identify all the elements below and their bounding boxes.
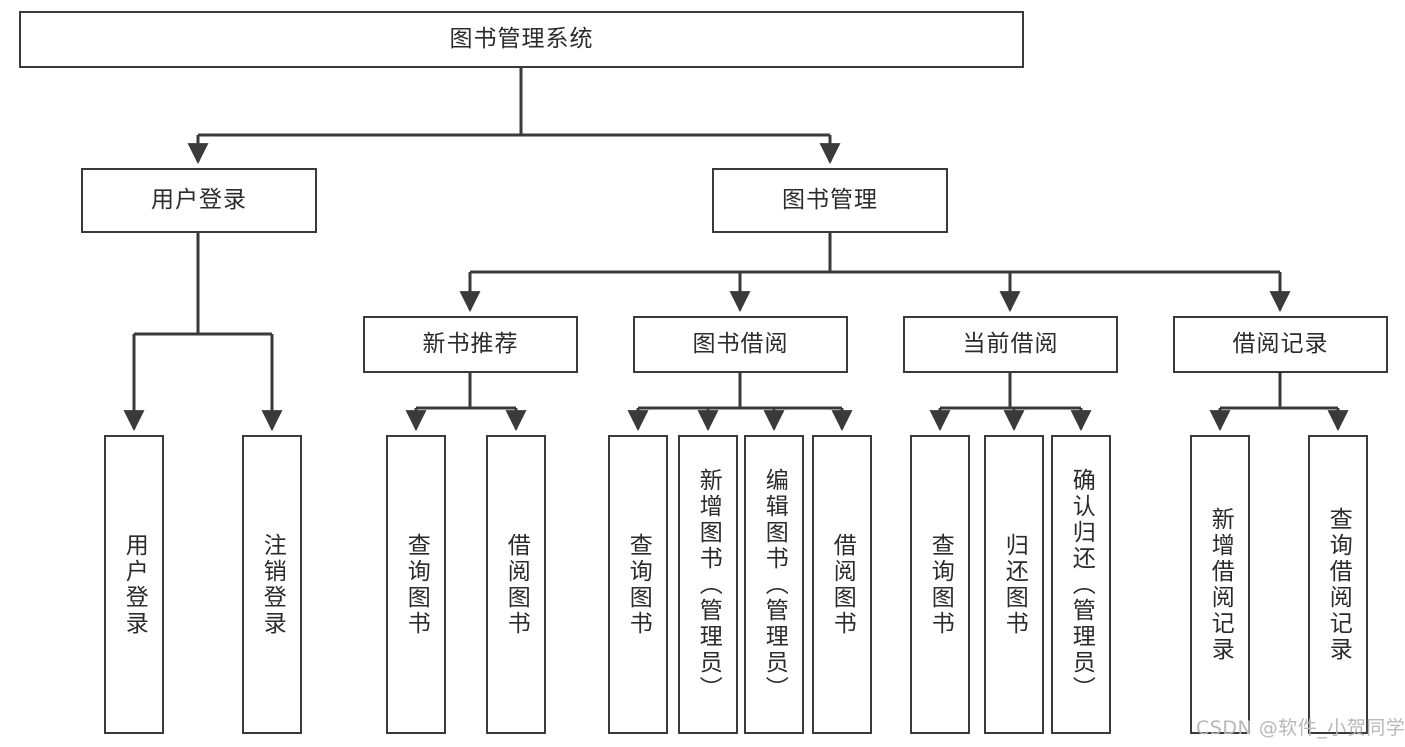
node-label: 当前借阅	[962, 330, 1059, 357]
node-label: 查询图书	[625, 532, 652, 637]
node-label: 图书管理	[782, 186, 878, 213]
node-label: 借阅记录	[1232, 330, 1329, 357]
node-label: 新增借阅记录	[1207, 506, 1234, 663]
node-label: 新书推荐	[422, 330, 519, 357]
node-leaf-query-book-cur[interactable]: 查询图书	[910, 435, 970, 734]
edge-root-to-level2	[187, 68, 841, 165]
node-leaf-borrow-book[interactable]: 借阅图书	[812, 435, 872, 734]
node-leaf-query-book-rec[interactable]: 查询图书	[386, 435, 446, 734]
node-book-manage[interactable]: 图书管理	[712, 168, 948, 233]
edge-new-book-rec-to-leaves	[405, 373, 527, 432]
node-borrow-record[interactable]: 借阅记录	[1173, 316, 1388, 373]
node-label: 注销登录	[259, 532, 286, 637]
node-label: 用户登录	[121, 532, 148, 637]
node-label: 查询借阅记录	[1325, 506, 1352, 663]
node-label: 新增图书（管理员）	[695, 467, 722, 702]
node-label: 图书管理系统	[449, 25, 594, 52]
node-current-borrow[interactable]: 当前借阅	[903, 316, 1118, 373]
csdn-watermark: CSDN @软件_小贺同学	[1196, 717, 1405, 739]
node-label: 查询图书	[403, 532, 430, 637]
node-label: 借阅图书	[503, 532, 530, 637]
node-root[interactable]: 图书管理系统	[19, 11, 1024, 68]
node-leaf-user-logout[interactable]: 注销登录	[242, 435, 302, 734]
node-leaf-borrow-book-rec[interactable]: 借阅图书	[486, 435, 546, 734]
node-leaf-add-record[interactable]: 新增借阅记录	[1190, 435, 1250, 734]
node-user-login[interactable]: 用户登录	[81, 168, 317, 233]
node-label: 用户登录	[151, 186, 247, 213]
edge-book-borrow-to-leaves	[627, 373, 853, 432]
node-leaf-query-record[interactable]: 查询借阅记录	[1308, 435, 1368, 734]
edge-borrow-record-to-leaves	[1209, 373, 1349, 432]
node-label: 借阅图书	[829, 532, 856, 637]
node-leaf-user-login[interactable]: 用户登录	[104, 435, 164, 734]
node-label: 归还图书	[1001, 532, 1028, 637]
node-new-book-rec[interactable]: 新书推荐	[363, 316, 578, 373]
node-leaf-confirm-return[interactable]: 确认归还（管理员）	[1051, 435, 1111, 734]
node-label: 编辑图书（管理员）	[761, 467, 788, 702]
node-label: 确认归还（管理员）	[1068, 467, 1095, 702]
node-leaf-return-book[interactable]: 归还图书	[984, 435, 1044, 734]
edge-current-borrow-to-leaves	[929, 373, 1092, 432]
node-label: 图书借阅	[692, 330, 789, 357]
edge-book-manage-to-level3	[459, 233, 1291, 313]
edge-user-login-to-leaves	[123, 233, 283, 432]
node-leaf-edit-book[interactable]: 编辑图书（管理员）	[744, 435, 804, 734]
node-leaf-add-book[interactable]: 新增图书（管理员）	[678, 435, 738, 734]
node-book-borrow[interactable]: 图书借阅	[633, 316, 848, 373]
node-leaf-query-book-borrow[interactable]: 查询图书	[608, 435, 668, 734]
node-label: 查询图书	[927, 532, 954, 637]
